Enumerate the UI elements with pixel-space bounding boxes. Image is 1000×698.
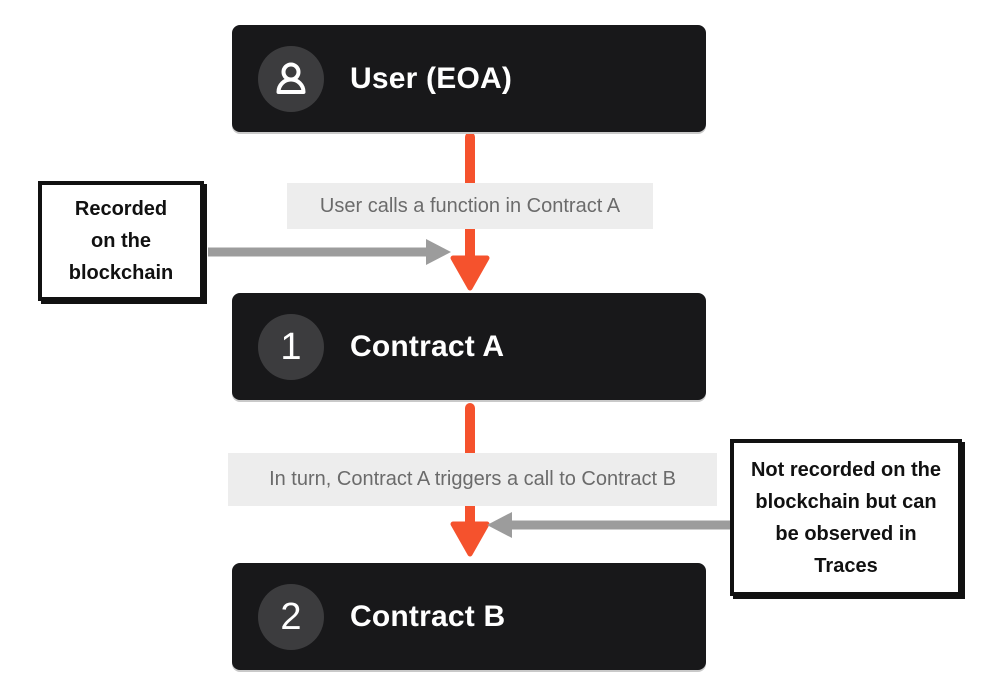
step-2-badge: 2 (258, 583, 324, 650)
note-line: blockchain but can (755, 490, 937, 513)
user-avatar-badge (258, 45, 324, 112)
note-line: Traces (814, 554, 878, 577)
note-recorded-on-blockchain: Recorded on the blockchain (38, 181, 204, 301)
note-not-recorded-observed-in-traces: Not recorded on the blockchain but can b… (730, 439, 962, 596)
step-1-badge: 1 (258, 313, 324, 380)
note-line: on the (91, 230, 151, 252)
step-1-number: 1 (280, 325, 302, 368)
note-line: Recorded (74, 198, 168, 220)
note-line: Not recorded on the (750, 458, 941, 481)
arrow-not-recorded-note (487, 512, 731, 538)
note-line: be observed in (775, 522, 917, 545)
node-contract-b: 2 Contract B (232, 563, 706, 670)
node-title-contract-b: Contract B (350, 599, 506, 633)
step-2-number: 2 (280, 595, 302, 638)
user-icon (276, 62, 306, 94)
node-title-user: User (EOA) (350, 61, 513, 95)
node-contract-a: 1 Contract A (232, 293, 706, 400)
edge-label-contract-a-triggers-b: In turn, Contract A triggers a call to C… (228, 453, 717, 506)
arrow-recorded-note (208, 239, 451, 265)
node-title-contract-a: Contract A (350, 329, 505, 363)
note-line: blockchain (68, 262, 174, 284)
node-user-eoa: User (EOA) (232, 25, 706, 132)
edge-label-user-calls-contract-a: User calls a function in Contract A (287, 183, 653, 229)
